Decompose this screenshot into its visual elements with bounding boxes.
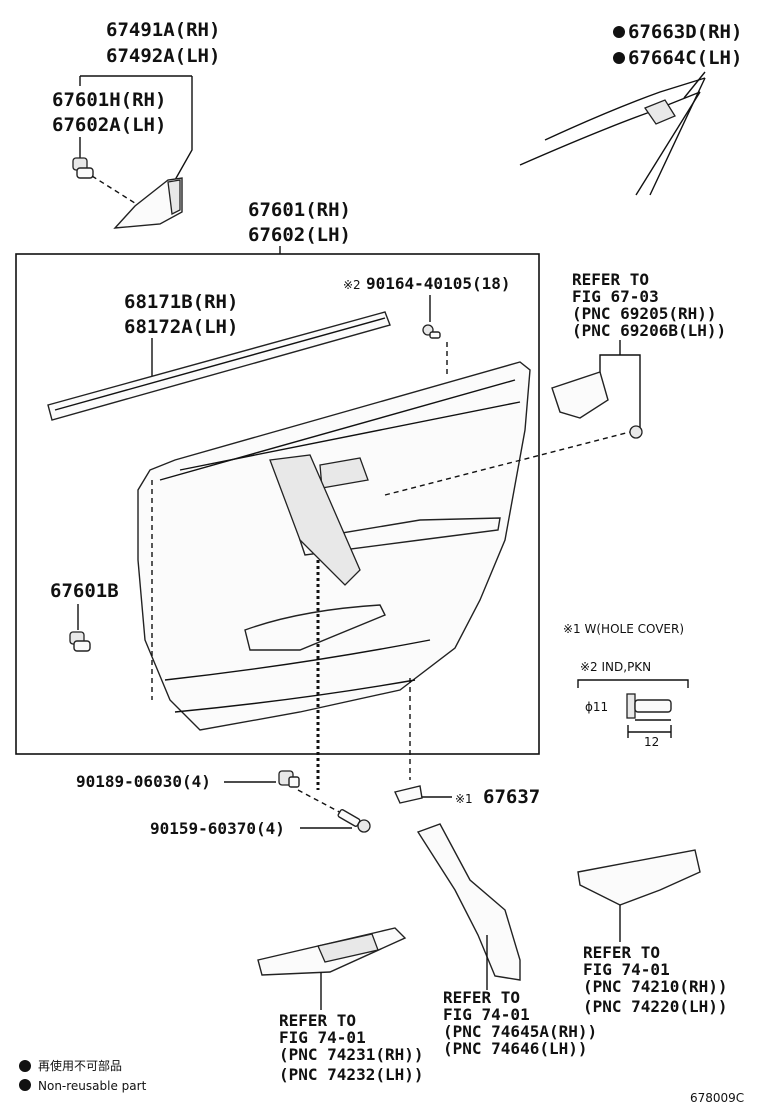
dash-clip-to-garnish: [91, 175, 139, 206]
label-67602a[interactable]: 67602A(LH): [52, 114, 166, 136]
legend-dot-2: [19, 1079, 31, 1091]
label-67601h[interactable]: 67601H(RH): [52, 89, 166, 111]
belt-moulding-group: 68171B(RH) 68172A(LH): [47, 291, 391, 421]
ind-pkn-shank: [634, 699, 672, 713]
ref-fig-67-03: REFER TO FIG 67-03 (PNC 69205(RH)) (PNC …: [551, 270, 726, 439]
ref-74645a-line3[interactable]: (PNC 74645A(RH)): [443, 1022, 597, 1041]
label-67637[interactable]: 67637: [483, 786, 540, 808]
legend: 再使用不可部品 Non-reusable part: [19, 1058, 147, 1093]
clip-67601h[interactable]: [72, 157, 94, 179]
ref-6703-line3[interactable]: (PNC 69205(RH)): [572, 304, 717, 323]
note-hole-cover: ※1 W(HOLE COVER): [563, 622, 684, 636]
ref-74210-line3[interactable]: (PNC 74210(RH)): [583, 977, 728, 996]
label-90189[interactable]: 90189-06030(4): [76, 772, 211, 791]
label-67663d[interactable]: 67663D(RH): [628, 21, 742, 43]
label-68172a[interactable]: 68172A(LH): [124, 316, 238, 338]
non-reusable-dot-67663d: [613, 26, 625, 38]
leader-67491a-right: [174, 76, 193, 181]
ind-pkn-bracket: [577, 679, 689, 688]
ind-pkn-detail: ※2 IND,PKN ϕ11 12: [577, 660, 689, 749]
legend-jp: 再使用不可部品: [38, 1058, 122, 1073]
label-67601b[interactable]: 67601B: [50, 580, 119, 602]
trim-bottom-line: [174, 679, 416, 713]
seal-line-inner: [519, 91, 701, 166]
ref-74231-line2[interactable]: FIG 74-01: [279, 1028, 366, 1047]
leader-67663d: [683, 71, 706, 99]
mirror-garnish-inner[interactable]: [113, 177, 183, 229]
label-67664c[interactable]: 67664C(LH): [628, 47, 742, 69]
label-67602[interactable]: 67602(LH): [248, 224, 351, 246]
seal-clip-67663d[interactable]: [644, 99, 676, 125]
dash-90189-to-screw: [297, 789, 346, 816]
trim-upper-edge: [159, 379, 516, 481]
belt-moulding[interactable]: [47, 311, 391, 421]
ind-pkn-head: [626, 693, 636, 719]
label-67491a[interactable]: 67491A(RH): [106, 19, 220, 41]
drawing-number: 678009C: [690, 1091, 744, 1105]
ref-fig-74-01-armrest: REFER TO FIG 74-01 (PNC 74645A(RH)) (PNC…: [416, 823, 597, 1058]
upper-cover-74210[interactable]: [577, 849, 701, 906]
switch-connector: [629, 425, 643, 439]
note-ind-pkn: ※2 IND,PKN: [580, 660, 651, 674]
legend-en: Non-reusable part: [38, 1079, 147, 1093]
seal-line-rear-a: [649, 77, 706, 196]
seal-line-rear-b: [635, 91, 701, 196]
trim-upper-edge-2: [179, 401, 521, 471]
label-67601[interactable]: 67601(RH): [248, 199, 351, 221]
label-90159[interactable]: 90159-60370(4): [150, 819, 285, 838]
ref-74210-line2[interactable]: FIG 74-01: [583, 960, 670, 979]
dim-length: 12: [644, 735, 659, 749]
clip-90189[interactable]: [278, 770, 300, 788]
door-pull-pocket: [244, 604, 386, 651]
ref-74210-line4[interactable]: (PNC 74220(LH)): [583, 997, 728, 1016]
door-trim-assembly-frame: [15, 253, 540, 755]
switch-buttons-74231: [317, 933, 379, 963]
mirror-garnish-edge: [167, 179, 181, 215]
ref-fig-74-01-switch: REFER TO FIG 74-01 (PNC 74231(RH)) (PNC …: [257, 927, 424, 1084]
ref-74231-line4[interactable]: (PNC 74232(LH)): [279, 1065, 424, 1084]
glass-seal-group: 67663D(RH) 67664C(LH): [519, 21, 742, 196]
legend-dot-1: [19, 1060, 31, 1072]
power-window-switch-rh[interactable]: [551, 371, 609, 419]
ref-74645a-line2[interactable]: FIG 74-01: [443, 1005, 530, 1024]
ref-74231-line1[interactable]: REFER TO: [279, 1011, 356, 1030]
mirror-garnish-group: 67491A(RH) 67492A(LH) 67601H(RH) 67602A(…: [52, 19, 220, 229]
armrest-pad-74645a[interactable]: [416, 823, 521, 981]
clip-67601b[interactable]: [69, 631, 91, 652]
non-reusable-dot-67664c: [613, 52, 625, 64]
ref-6703-line2[interactable]: FIG 67-03: [572, 287, 659, 306]
hole-cover-67637[interactable]: [394, 785, 423, 804]
ref-6703-line4[interactable]: (PNC 69206B(LH)): [572, 321, 726, 340]
ref-74210-line1[interactable]: REFER TO: [583, 943, 660, 962]
ref-74645a-line1[interactable]: REFER TO: [443, 988, 520, 1007]
screw-90159[interactable]: [337, 809, 371, 833]
mark-ind-pkn: ※2: [343, 278, 361, 292]
label-90164[interactable]: 90164-40105(18): [366, 274, 511, 293]
armrest-bracket: [269, 454, 361, 586]
belt-moulding-rib: [54, 317, 386, 411]
seal-line-outer: [544, 77, 706, 141]
ref-6703-line1[interactable]: REFER TO: [572, 270, 649, 289]
label-67492a[interactable]: 67492A(LH): [106, 45, 220, 67]
dim-diameter: ϕ11: [585, 700, 608, 714]
trim-lower-line: [164, 639, 431, 681]
door-trim-board[interactable]: [137, 361, 531, 731]
ref-fig-74-01-cover: REFER TO FIG 74-01 (PNC 74210(RH)) (PNC …: [577, 849, 728, 1016]
label-68171b[interactable]: 68171B(RH): [124, 291, 238, 313]
ref-74231-line3[interactable]: (PNC 74231(RH)): [279, 1045, 424, 1064]
ref-74645a-line4[interactable]: (PNC 74646(LH)): [443, 1039, 588, 1058]
mark-hole-cover: ※1: [455, 792, 473, 806]
dash-switch-to-trim: [384, 431, 631, 496]
clip-90164[interactable]: [422, 324, 441, 339]
